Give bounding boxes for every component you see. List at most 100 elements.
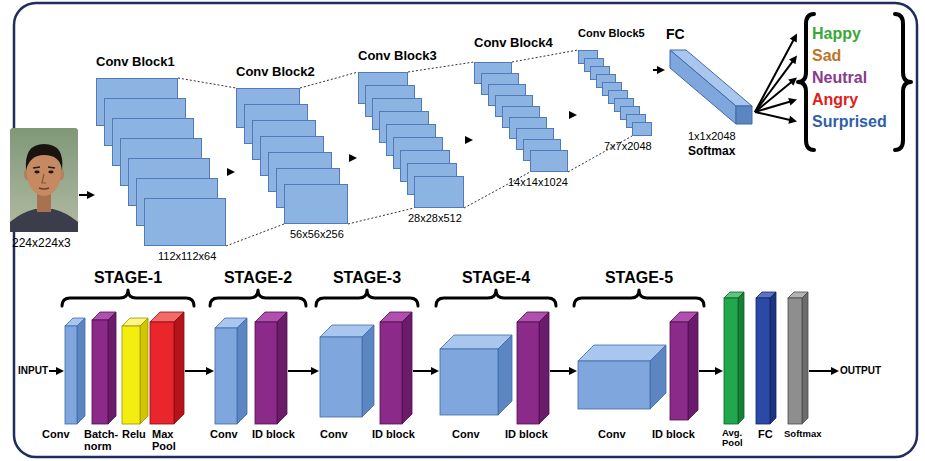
layer-drawing bbox=[517, 312, 549, 424]
dimension-label: 7x7x2048 bbox=[604, 140, 652, 153]
prism-side bbox=[770, 292, 776, 424]
stack-drawing bbox=[236, 88, 348, 224]
conv-block-stack: Conv Block328x28x512 bbox=[358, 72, 464, 208]
arrow-head bbox=[311, 367, 319, 375]
layer-drawing bbox=[724, 292, 744, 424]
drawing-part bbox=[26, 144, 63, 170]
stage-label: STAGE-3 bbox=[333, 268, 401, 287]
curly-brace bbox=[798, 14, 814, 150]
block-title: Conv Block1 bbox=[96, 54, 175, 70]
conv-layer: Conv bbox=[320, 325, 374, 417]
feature-map bbox=[285, 185, 348, 224]
prism-front bbox=[440, 349, 498, 415]
layer-drawing bbox=[320, 325, 374, 417]
fc-prism: FC1x1x2048Softmax bbox=[666, 50, 754, 126]
block-title: FC bbox=[666, 26, 685, 43]
arrow-line bbox=[550, 370, 571, 372]
prism-side bbox=[539, 312, 549, 424]
conv-layer-text: Conv bbox=[210, 428, 238, 441]
conv-block-stack: Conv Block256x56x256 bbox=[236, 88, 348, 224]
dotted-guide bbox=[226, 224, 284, 246]
arrow-connector bbox=[227, 168, 235, 176]
prism-side bbox=[77, 318, 85, 424]
prism-front bbox=[122, 326, 140, 424]
emotion-label-text: Surprised bbox=[812, 112, 887, 131]
maxpool-layer: Max Pool bbox=[150, 312, 184, 424]
conv-layer-text: Conv bbox=[42, 428, 70, 441]
stage-brace bbox=[316, 290, 418, 306]
prism-side bbox=[362, 325, 374, 417]
feature-map bbox=[145, 199, 226, 246]
io-label-text: INPUT bbox=[18, 365, 48, 377]
fc-layer: FC bbox=[756, 292, 776, 424]
batchnorm-layer-text: Batch- norm bbox=[84, 428, 124, 452]
avgpool-layer-text: Avg. Pool bbox=[722, 428, 750, 449]
drawing-part bbox=[33, 167, 55, 168]
io-label: INPUT bbox=[18, 365, 48, 377]
feature-map bbox=[531, 151, 568, 172]
arrow-head bbox=[431, 367, 439, 375]
prism-side bbox=[650, 345, 666, 409]
prism-front bbox=[380, 322, 402, 424]
feature-map bbox=[415, 177, 464, 208]
arrow-head bbox=[788, 98, 797, 106]
arrow-connector bbox=[653, 66, 665, 74]
block-title: Conv Block5 bbox=[578, 27, 645, 40]
conv-layer: Conv bbox=[215, 318, 247, 424]
arrow-connector bbox=[809, 367, 839, 375]
input-image: 224x224x3 bbox=[10, 128, 78, 232]
arrow-head bbox=[788, 116, 797, 124]
arrow-head bbox=[465, 136, 473, 144]
layer-drawing bbox=[122, 318, 148, 424]
id-block-text: ID block bbox=[252, 428, 295, 441]
prism-front bbox=[788, 298, 802, 424]
emotion-label: Neutral bbox=[798, 68, 867, 87]
arrow-line bbox=[755, 60, 793, 112]
emotion-label: Sad bbox=[798, 46, 841, 65]
layer-drawing bbox=[380, 312, 412, 424]
prism-front bbox=[756, 298, 770, 424]
prism-front bbox=[736, 106, 752, 124]
id-block-text: ID block bbox=[505, 428, 548, 441]
conv-layer: Conv bbox=[65, 318, 85, 424]
arrow-connector bbox=[413, 367, 439, 375]
stage-label: STAGE-1 bbox=[94, 268, 162, 287]
arrow-connector bbox=[550, 367, 577, 375]
layer-drawing bbox=[65, 318, 85, 424]
arrow-line bbox=[288, 370, 313, 372]
arrow-line bbox=[755, 81, 792, 112]
layer-drawing bbox=[255, 312, 287, 424]
batchnorm-layer: Batch- norm bbox=[92, 312, 116, 424]
drawing-part bbox=[42, 174, 46, 183]
prism-side bbox=[140, 318, 148, 424]
arrow-connector bbox=[349, 154, 357, 162]
dotted-guide bbox=[512, 50, 578, 62]
dimension-label: 1x1x2048 bbox=[688, 130, 736, 143]
arrow-line bbox=[755, 39, 794, 112]
block-title: Conv Block2 bbox=[236, 64, 315, 80]
arrow-connector bbox=[465, 136, 473, 144]
prism-front bbox=[517, 322, 539, 424]
arrow-connector bbox=[755, 98, 797, 112]
conv-block-stack: Conv Block57x7x2048 bbox=[578, 50, 652, 136]
conv-layer-text: Conv bbox=[320, 428, 348, 441]
drawing-part bbox=[10, 209, 78, 232]
arrow-connector bbox=[755, 112, 797, 124]
fc-layer-text: FC bbox=[758, 428, 773, 441]
layer-drawing bbox=[215, 318, 247, 424]
dimension-label: 224x224x3 bbox=[12, 236, 71, 250]
id-block-text: ID block bbox=[372, 428, 415, 441]
arrow-head bbox=[788, 78, 797, 86]
emotion-label: Surprised bbox=[798, 112, 887, 131]
layer-drawing bbox=[578, 345, 666, 409]
emotion-label-text: Sad bbox=[812, 46, 841, 65]
prism-front bbox=[65, 326, 77, 424]
prism-front bbox=[670, 322, 688, 420]
dotted-guides bbox=[178, 50, 632, 246]
conv-layer: Conv bbox=[440, 335, 512, 415]
emotion-label-text: Angry bbox=[812, 90, 858, 109]
prism-front bbox=[724, 298, 738, 424]
prism-front bbox=[150, 322, 174, 424]
id-block: ID block bbox=[255, 312, 287, 424]
